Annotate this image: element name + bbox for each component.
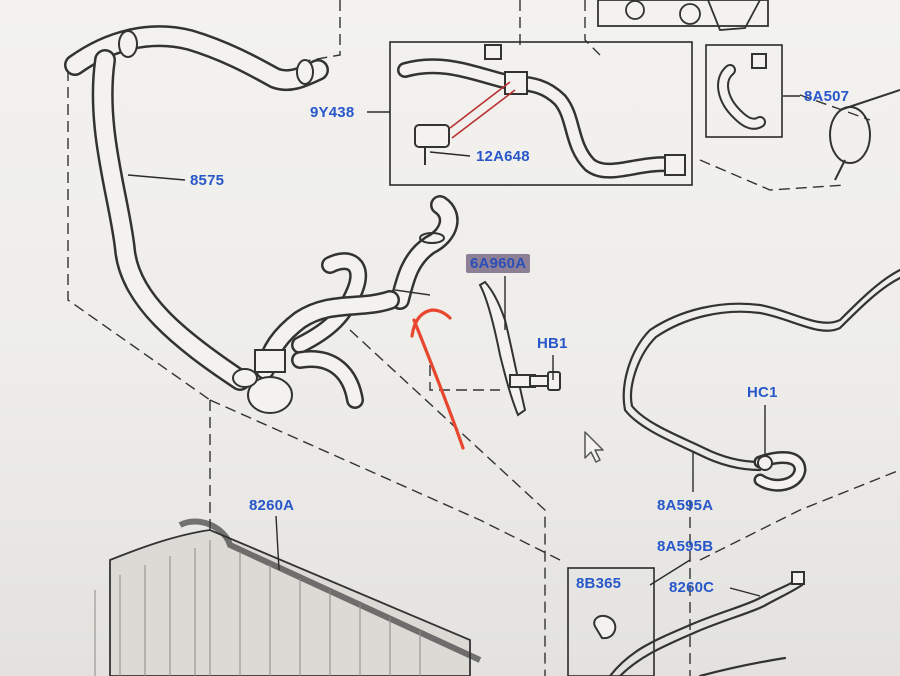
label-8260c: 8260C bbox=[669, 579, 715, 596]
label-hb1: HB1 bbox=[537, 335, 568, 352]
bracket-6a960a bbox=[478, 280, 536, 417]
central-hose-cluster bbox=[232, 195, 459, 414]
label-8575: 8575 bbox=[190, 172, 225, 189]
label-8b365: 8B365 bbox=[576, 575, 622, 592]
hose-8575 bbox=[64, 25, 329, 391]
pipe-8260c bbox=[608, 571, 805, 676]
clip-8b365 bbox=[593, 614, 617, 640]
radiator-8260a bbox=[94, 518, 482, 676]
label-12a648: 12A648 bbox=[476, 148, 530, 165]
label-8a507: 8A507 bbox=[804, 88, 850, 105]
detail-box-8a507 bbox=[705, 44, 783, 138]
detail-8a507-parts bbox=[717, 53, 900, 181]
label-9y438: 9Y438 bbox=[310, 104, 355, 121]
label-hc1: HC1 bbox=[747, 384, 778, 401]
bolt-hb1 bbox=[529, 371, 561, 391]
mouse-cursor-icon bbox=[584, 431, 604, 463]
label-8a595a: 8A595A bbox=[657, 497, 714, 514]
detail-box-9y438 bbox=[389, 41, 693, 186]
label-8a595b: 8A595B bbox=[657, 538, 714, 555]
top-right-component bbox=[597, 0, 769, 31]
red-annotation-arrow bbox=[410, 308, 465, 450]
label-6a960a: 6A960A bbox=[466, 254, 531, 273]
leader-lines bbox=[127, 95, 800, 597]
detail-9y438-parts bbox=[397, 44, 686, 179]
pipe-8a595a bbox=[622, 268, 900, 492]
label-8260a: 8260A bbox=[249, 497, 295, 514]
detail-box-8b365 bbox=[567, 567, 655, 676]
